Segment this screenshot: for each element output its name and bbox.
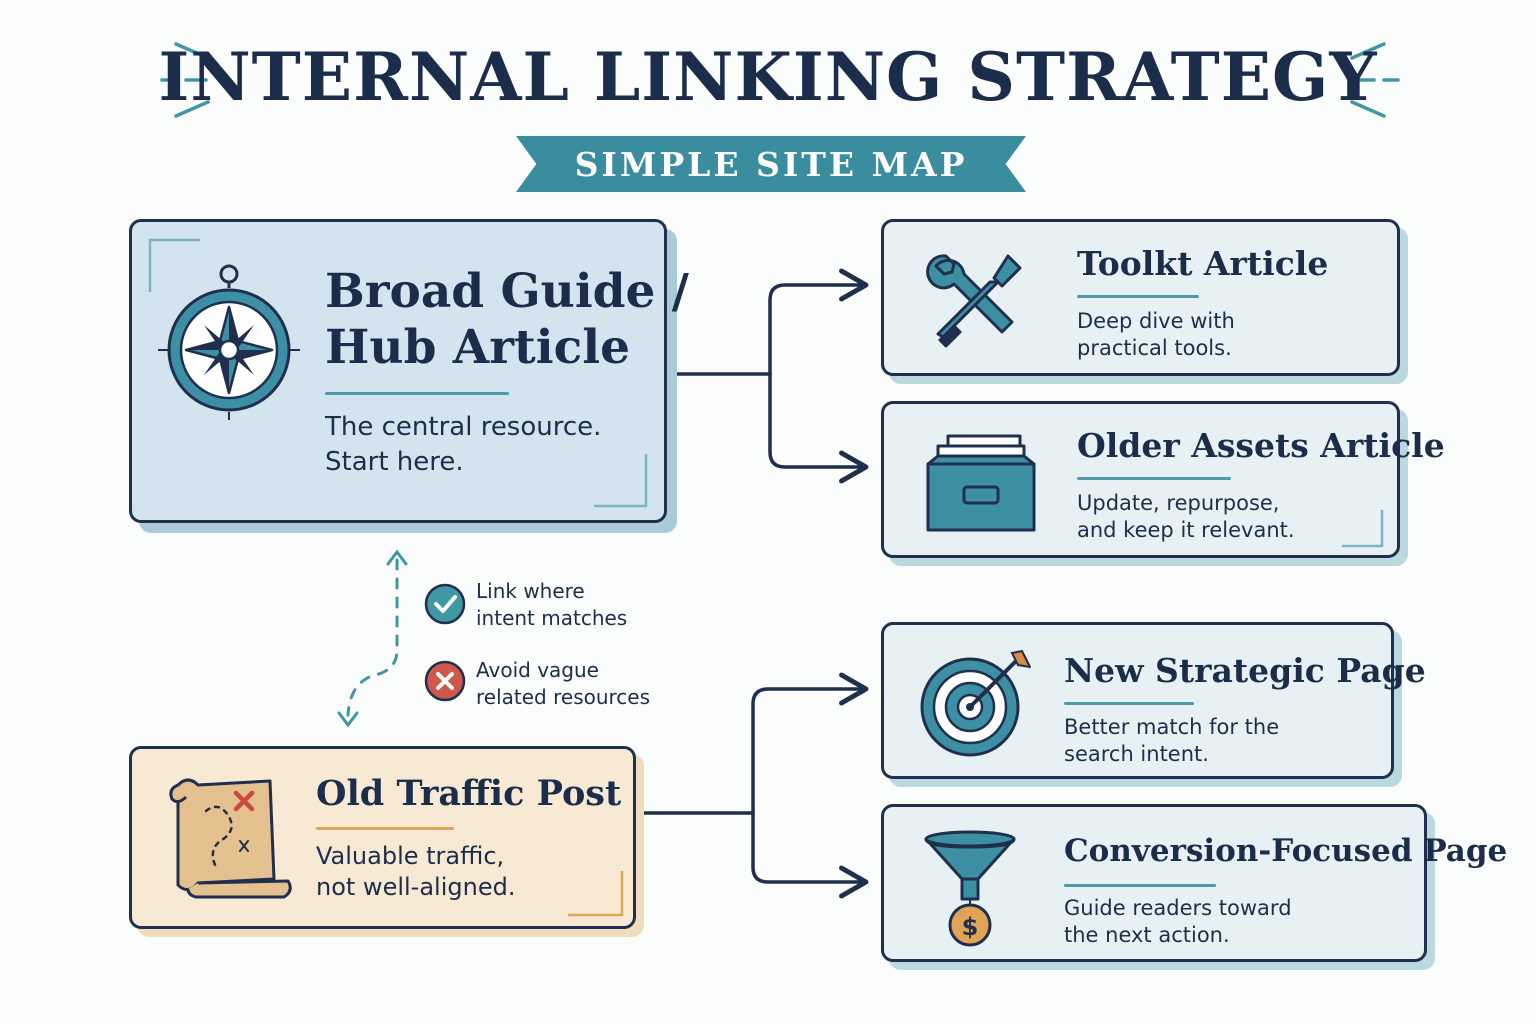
hub-article-card[interactable]: Broad Guide / Hub Article The central re… <box>129 219 689 523</box>
toolkit-title: Toolkt Article <box>1077 244 1329 283</box>
strategic-desc-line1: Better match for the <box>1064 715 1280 739</box>
toolkit-desc-line1: Deep dive with <box>1077 309 1235 333</box>
conversion-desc-line2: the next action. <box>1064 923 1230 947</box>
conversion-focused-page-card[interactable]: $ Conversion-Focused Page Guide readers … <box>881 804 1507 962</box>
old-to-conversion-arrow <box>751 811 869 899</box>
funnel-dollar-icon: $ <box>924 830 1016 947</box>
dashed-arrow-down <box>337 711 359 728</box>
cross-icon <box>424 660 466 702</box>
old-to-strategic-arrow <box>751 672 869 815</box>
dont-note-line1: Avoid vague <box>476 658 599 682</box>
compass-icon <box>158 264 300 420</box>
dashed-link-path <box>346 558 399 717</box>
svg-text:$: $ <box>962 913 979 941</box>
hub-title-underline <box>325 392 509 395</box>
do-note-line1: Link where <box>476 579 585 603</box>
conversion-title: Conversion-Focused Page <box>1064 833 1508 869</box>
hub-title-line1: Broad Guide / <box>325 264 689 319</box>
corner-bracket-bottom-right <box>594 454 648 508</box>
older-title: Older Assets Article <box>1077 426 1445 465</box>
corner-bracket-bottom-right <box>1342 510 1384 548</box>
do-note-line2: intent matches <box>476 606 628 630</box>
subtitle-ribbon: SIMPLE SITE MAP <box>516 136 1026 192</box>
conversion-title-underline <box>1064 884 1216 887</box>
treasure-map-icon <box>169 778 292 899</box>
dont-note-line2: related resources <box>476 685 651 709</box>
strategic-title-underline <box>1064 702 1194 705</box>
subtitle-text: SIMPLE SITE MAP <box>574 144 968 184</box>
check-icon <box>424 583 466 625</box>
hub-to-older-arrow <box>768 372 869 484</box>
conversion-desc-line1: Guide readers toward <box>1064 896 1292 920</box>
toolkit-article-card[interactable]: Toolkt Article Deep dive with practical … <box>881 219 1400 376</box>
hub-title-line2: Hub Article <box>325 320 630 375</box>
old-post-desc-line1: Valuable traffic, <box>316 842 505 870</box>
target-icon <box>920 649 1031 757</box>
old-post-desc-line2: not well-aligned. <box>316 873 516 901</box>
new-strategic-page-card[interactable]: New Strategic Page Better match for the … <box>881 622 1426 779</box>
older-desc-line1: Update, repurpose, <box>1077 491 1280 515</box>
strategic-title: New Strategic Page <box>1064 651 1426 690</box>
older-assets-card[interactable]: Older Assets Article Update, repurpose, … <box>881 401 1445 558</box>
older-title-underline <box>1077 477 1231 480</box>
hub-desc-line1: The central resource. <box>325 412 602 442</box>
corner-bracket-bottom-right <box>568 871 624 917</box>
file-drawer-icon <box>926 434 1036 532</box>
hub-desc-line2: Start here. <box>325 447 464 477</box>
toolkit-desc-line2: practical tools. <box>1077 336 1232 360</box>
old-post-title: Old Traffic Post <box>316 773 622 814</box>
older-desc-line2: and keep it relevant. <box>1077 518 1295 542</box>
toolkit-title-underline <box>1077 295 1199 298</box>
page-title: INTERNAL LINKING STRATEGY <box>158 38 1378 116</box>
strategic-desc-line2: search intent. <box>1064 742 1209 766</box>
hub-to-toolkit-arrow <box>768 268 869 376</box>
tools-icon <box>926 254 1022 348</box>
corner-bracket-top-left <box>148 238 200 292</box>
dashed-arrow-up <box>386 549 408 566</box>
old-traffic-post-card[interactable]: Old Traffic Post Valuable traffic, not w… <box>129 746 636 929</box>
old-post-title-underline <box>316 827 454 830</box>
